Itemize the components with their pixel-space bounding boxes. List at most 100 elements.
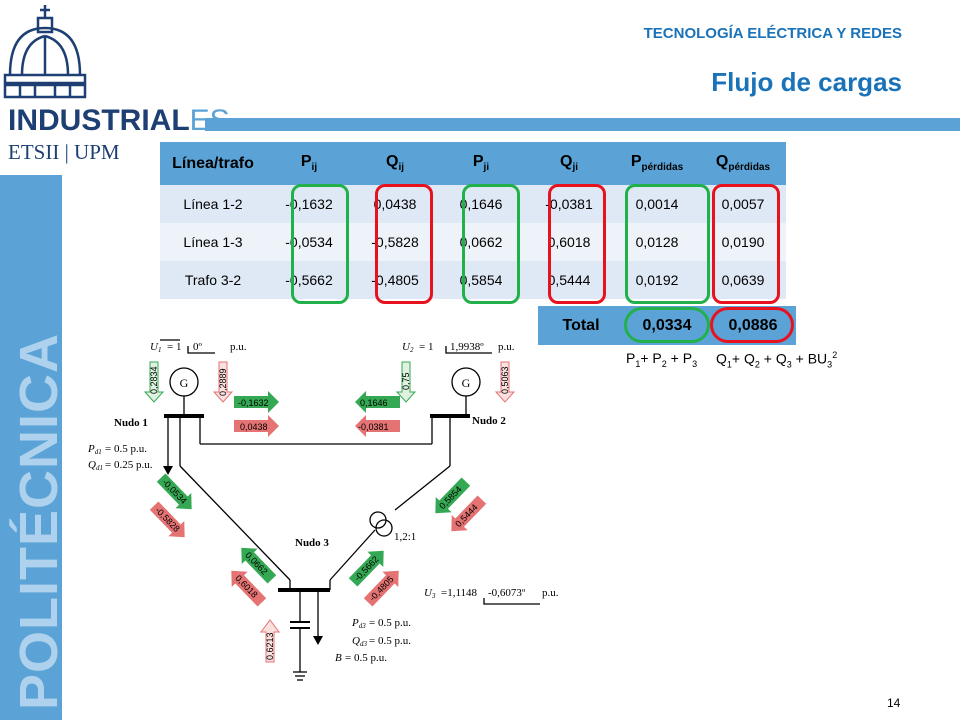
table-cell: -0,4805 [352, 261, 438, 299]
table-cell: -0,1632 [266, 185, 352, 223]
u3-angle: -0,6073º [488, 587, 526, 599]
nodo3-label: Nudo 3 [295, 537, 329, 549]
ploss-highlight-ring [625, 184, 710, 304]
svg-text:-0,0534: -0,0534 [160, 477, 188, 506]
svg-text:-0,1632: -0,1632 [238, 398, 269, 408]
table-cell: 0,6018 [524, 223, 614, 261]
pd1-symbol: Pd1 [87, 443, 102, 456]
table-cell: 0,0128 [614, 223, 700, 261]
svg-text:0,1646: 0,1646 [360, 398, 388, 408]
qji-highlight-ring [548, 184, 606, 304]
u1-unit: p.u. [230, 341, 247, 353]
course-title: TECNOLOGÍA ELÉCTRICA Y REDES [643, 25, 902, 42]
load-arrow-icon [163, 466, 173, 475]
svg-text:0,5854: 0,5854 [437, 484, 463, 511]
table-cell: 0,0192 [614, 261, 700, 299]
col-header-pij: Pij [266, 142, 352, 185]
svg-text:0,0438: 0,0438 [240, 422, 268, 432]
l12-p1-arrow: -0,1632 [234, 391, 279, 413]
qd3-symbol: Qd3 [352, 635, 367, 648]
col-header-pji: Pji [438, 142, 524, 185]
col-header-ploss: Ppérdidas [614, 142, 700, 185]
slide-title: Flujo de cargas [711, 67, 902, 97]
svg-text:0,2889: 0,2889 [218, 368, 228, 396]
table-cell: 0,1646 [438, 185, 524, 223]
trafo-ratio: 1,2:1 [394, 531, 416, 543]
logo-etsii-upm: ETSII | UPM [8, 140, 120, 164]
pd3-value: = 0.5 p.u. [369, 617, 411, 629]
table-cell: -0,5662 [266, 261, 352, 299]
table-cell: Línea 1-2 [160, 185, 266, 223]
gen-label: G [180, 376, 189, 390]
pji-highlight-ring [462, 184, 520, 304]
svg-text:-0,4805: -0,4805 [367, 574, 395, 603]
u3-unit: p.u. [542, 587, 559, 599]
pd3-symbol: Pd3 [351, 617, 366, 630]
svg-text:0,5063: 0,5063 [500, 366, 510, 394]
u1-angle: 0º [193, 341, 203, 353]
total-p-loss: 0,0334 [642, 316, 692, 334]
pd1-value: = 0.5 p.u. [105, 443, 147, 455]
logo-industriales: INDUSTRIALES [8, 104, 230, 137]
p-loss-formula: P1+ P2 + P3 [626, 350, 698, 369]
table-cell: Trafo 3-2 [160, 261, 266, 299]
col-header-qloss: Qpérdidas [700, 142, 786, 185]
l12-q2-arrow: -0,0381 [355, 415, 400, 437]
gen1-p-arrow: 0,2834 [143, 361, 165, 403]
table-header-row: Línea/trafo Pij Qij Pji Qji Ppérdidas Qp… [160, 142, 786, 185]
nodo2-label: Nudo 2 [472, 415, 506, 427]
qd3-value: = 0.5 p.u. [369, 635, 411, 647]
svg-text:0,5444: 0,5444 [453, 502, 479, 529]
u2-value: = 1 [419, 341, 433, 353]
nodo1-label: Nudo 1 [114, 417, 148, 429]
total-q-loss: 0,0886 [728, 316, 778, 334]
table-cell: -0,5828 [352, 223, 438, 261]
col-header-qij: Qij [352, 142, 438, 185]
gen1-q-arrow: 0,2889 [212, 361, 234, 403]
b-symbol: B [335, 652, 342, 664]
u2-symbol: U2 [402, 341, 414, 354]
qloss-highlight-ring [712, 184, 780, 304]
svg-text:-0,5662: -0,5662 [352, 554, 380, 583]
u2-unit: p.u. [498, 341, 515, 353]
col-header-qji: Qji [524, 142, 614, 185]
gen2-p-arrow: 0,75 [395, 361, 417, 403]
qij-highlight-ring [375, 184, 433, 304]
u3-symbol: U3 [424, 587, 436, 600]
pij-highlight-ring [291, 184, 349, 304]
table-cell: Línea 1-3 [160, 223, 266, 261]
svg-text:0,6213: 0,6213 [265, 632, 275, 660]
svg-text:-0,0381: -0,0381 [358, 422, 389, 432]
u2-angle: 1,9938º [450, 341, 484, 353]
svg-text:-0,5828: -0,5828 [153, 505, 181, 534]
l12-q1-arrow: 0,0438 [234, 415, 279, 437]
gen-label: G [462, 376, 471, 390]
svg-text:0,75: 0,75 [401, 372, 411, 390]
svg-text:0,6018: 0,6018 [233, 573, 259, 600]
u3-value: =1,1148 [441, 587, 478, 599]
table-cell: 0,0662 [438, 223, 524, 261]
dome-logo-icon [3, 5, 87, 99]
total-p-ring [624, 307, 710, 343]
page-number: 14 [887, 696, 901, 710]
b-value: = 0.5 p.u. [345, 652, 387, 664]
load-arrow-icon [313, 636, 323, 645]
table-cell: 0,5444 [524, 261, 614, 299]
svg-text:0,2834: 0,2834 [149, 366, 159, 394]
qd1-value: = 0.25 p.u. [105, 459, 153, 471]
total-row: Total 0,0334 0,0886 [538, 306, 796, 345]
u1-symbol: U1 [150, 341, 161, 354]
cap-q-arrow: 0,6213 [260, 619, 280, 663]
header-bar [205, 118, 960, 131]
l12-p2-arrow: 0,1646 [355, 391, 400, 413]
table-cell: -0,0534 [266, 223, 352, 261]
total-label: Total [562, 316, 600, 334]
total-q-ring [710, 307, 794, 343]
u1-value: = 1 [167, 341, 181, 353]
table-row: Línea 1-3 -0,0534 -0,5828 0,0662 0,6018 … [160, 223, 786, 261]
q-loss-formula: Q1+ Q2 + Q3 + BU32 [716, 350, 838, 370]
table-cell: 0,5854 [438, 261, 524, 299]
table-row: Trafo 3-2 -0,5662 -0,4805 0,5854 0,5444 … [160, 261, 786, 299]
sidebar-band [0, 175, 62, 720]
